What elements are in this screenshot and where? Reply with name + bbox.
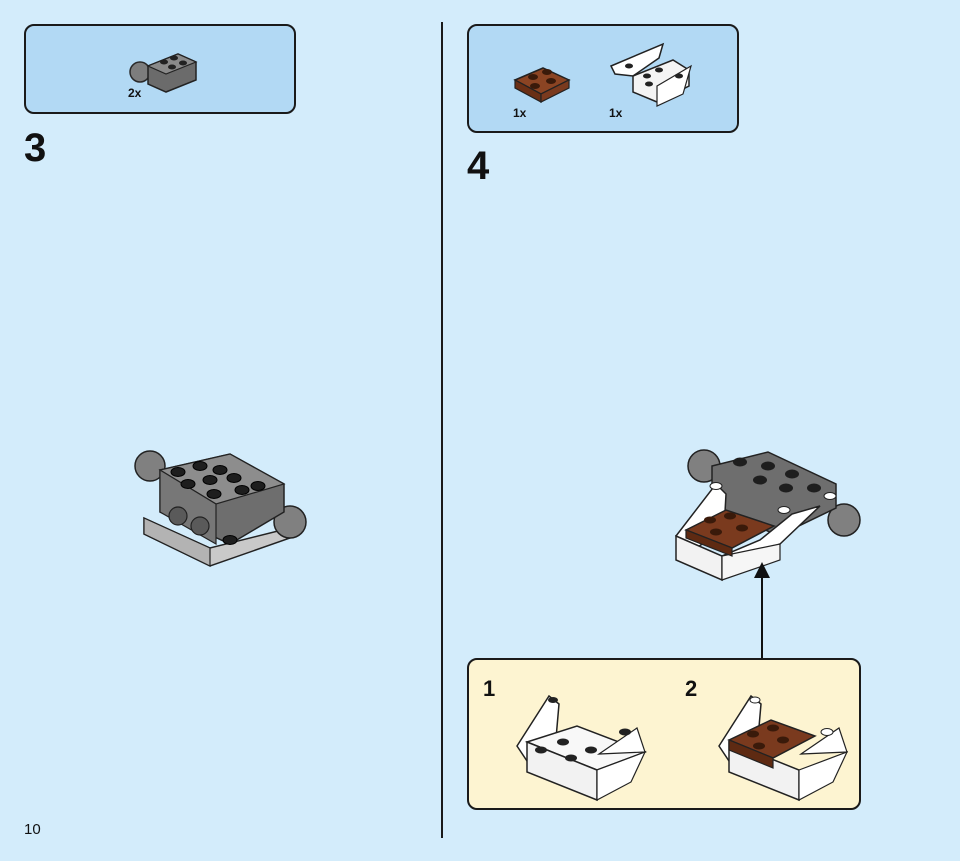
step-4-parts-box: 1x 1x (467, 24, 739, 133)
step-4-assembly-illustration (675, 449, 861, 582)
substep-box: 1 2 (467, 658, 861, 810)
column-divider (441, 22, 443, 838)
step-4-part-2-qty: 1x (609, 106, 623, 120)
step-3-assembly-illustration (134, 450, 307, 567)
step-4-number: 4 (467, 144, 490, 188)
substep-2-illustration (718, 694, 849, 802)
step-3-parts-box: 2x (24, 24, 296, 114)
substep-1-number: 1 (483, 676, 496, 701)
step-4-part-1-qty: 1x (513, 106, 527, 120)
substep-1-illustration (516, 694, 648, 802)
step-3-number: 3 (24, 126, 47, 170)
grey-brick-ball-joint-icon (129, 53, 198, 93)
step-3-part-qty: 2x (128, 86, 142, 100)
assembly-arrow (754, 562, 770, 658)
white-wedge-icon (609, 42, 692, 107)
page-number: 10 (24, 821, 41, 838)
brown-plate-icon (513, 67, 571, 104)
substep-2-number: 2 (685, 676, 698, 701)
